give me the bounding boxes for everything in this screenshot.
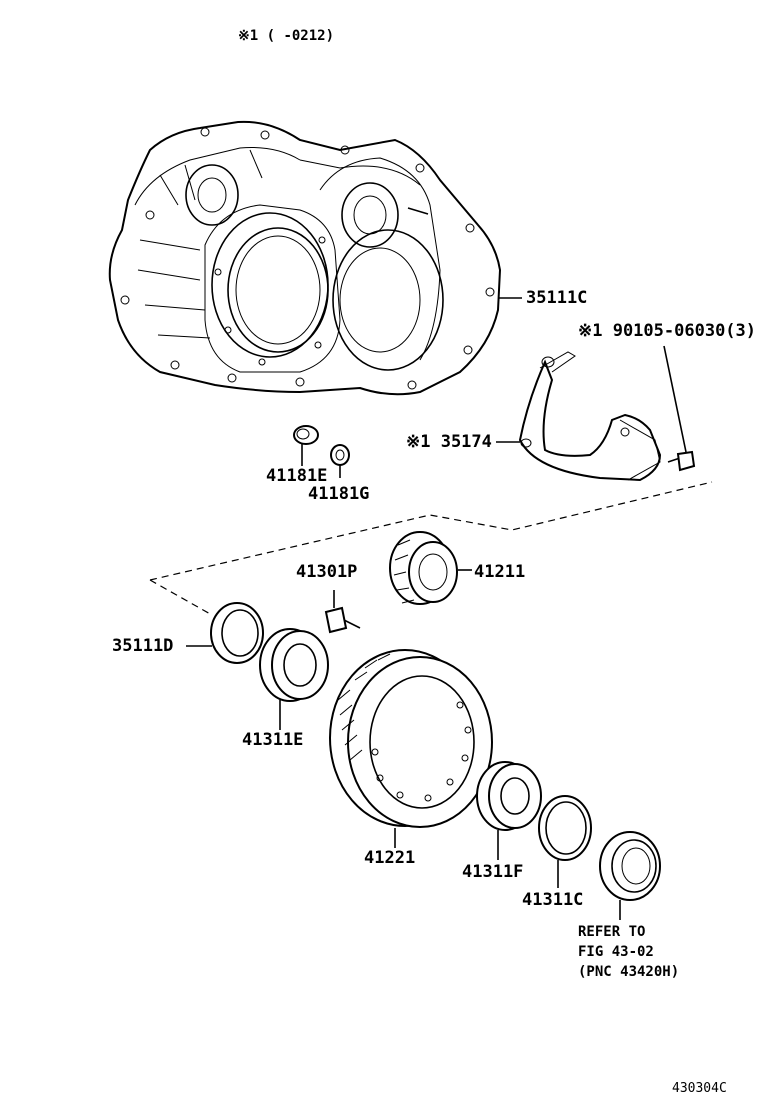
ring-gear-41221 — [329, 649, 493, 848]
plug-41181E — [293, 425, 319, 466]
part-number-41181G: 41181G — [308, 484, 370, 504]
bolt-41301P — [324, 590, 361, 634]
part-number-41301P: 41301P — [296, 562, 358, 582]
part-number-41311E: 41311E — [242, 730, 304, 750]
bearing-41311E — [259, 628, 329, 730]
group-boundary-line — [149, 481, 713, 581]
reference-line-1: REFER TO — [578, 924, 646, 940]
reference-line-2: FIG 43-02 — [578, 944, 654, 960]
part-number-35174: ※1 35174 — [406, 432, 492, 452]
group-boundary-left — [149, 579, 213, 616]
figure-code: 430304C — [672, 1081, 727, 1096]
bolt-90105 — [663, 345, 696, 472]
bracket-35174 — [496, 351, 662, 482]
transaxle-housing — [108, 120, 522, 396]
seal-35111D — [186, 602, 264, 664]
part-number-35111D: 35111D — [112, 636, 174, 656]
washer-41181G — [330, 444, 350, 478]
seal-reference — [599, 831, 661, 920]
ring-41311C — [538, 795, 592, 888]
gear-41211 — [389, 531, 472, 605]
part-number-41181E: 41181E — [266, 466, 328, 486]
part-number-41311F: 41311F — [462, 862, 524, 882]
part-number-90105-06030: ※1 90105-06030(3) — [578, 321, 757, 341]
bearing-41311F — [476, 761, 542, 860]
reference-line-3: (PNC 43420H) — [578, 964, 680, 980]
part-number-35111C: 35111C — [526, 288, 588, 308]
part-number-41221: 41221 — [364, 848, 416, 868]
applicability-note: ※1 ( -0212) — [238, 28, 335, 44]
part-number-41211: 41211 — [474, 562, 526, 582]
part-number-41311C: 41311C — [522, 890, 584, 910]
